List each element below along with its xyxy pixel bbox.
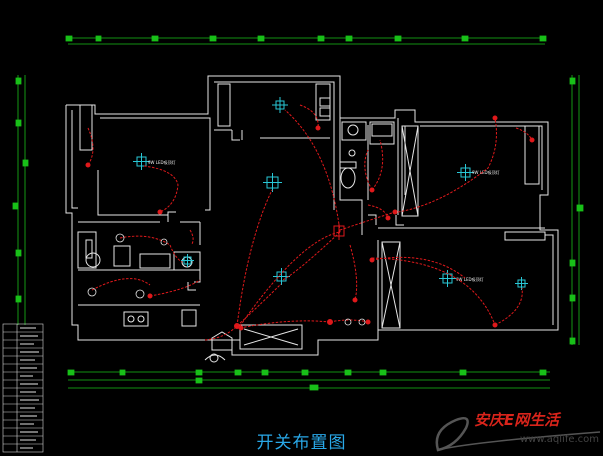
drawing-caption: 开关布置图: [256, 433, 347, 453]
site-logo-icon: [435, 417, 601, 452]
dimension-lines: [12, 35, 584, 391]
fixture-labels: 9W LED吸顶灯 9W LED吸顶灯 9W LED吸顶灯: [148, 159, 500, 282]
ceiling-light-icon: [272, 97, 288, 113]
site-logo-title: 安庆E网生活: [474, 411, 560, 429]
legend-table: [2, 323, 44, 453]
ceiling-light-icon: [439, 270, 456, 287]
ceiling-light-icon: [515, 277, 528, 290]
site-logo-url: www.aqlife.com: [520, 434, 600, 445]
socket-icons: [87, 233, 366, 326]
walls: [65, 75, 559, 363]
ceiling-light-icon: [457, 164, 474, 181]
fixture-label: 9W LED吸顶灯: [456, 276, 484, 282]
fixture-label: 9W LED吸顶灯: [472, 169, 500, 175]
switch-points: [85, 115, 535, 331]
ceiling-light-icon: [273, 268, 290, 285]
ceiling-light-icon: [133, 153, 150, 170]
light-fixtures: [133, 97, 528, 290]
ceiling-light-icon: [181, 254, 194, 267]
ceiling-light-icon: [263, 173, 282, 192]
fixture-label: 9W LED吸顶灯: [148, 159, 176, 165]
